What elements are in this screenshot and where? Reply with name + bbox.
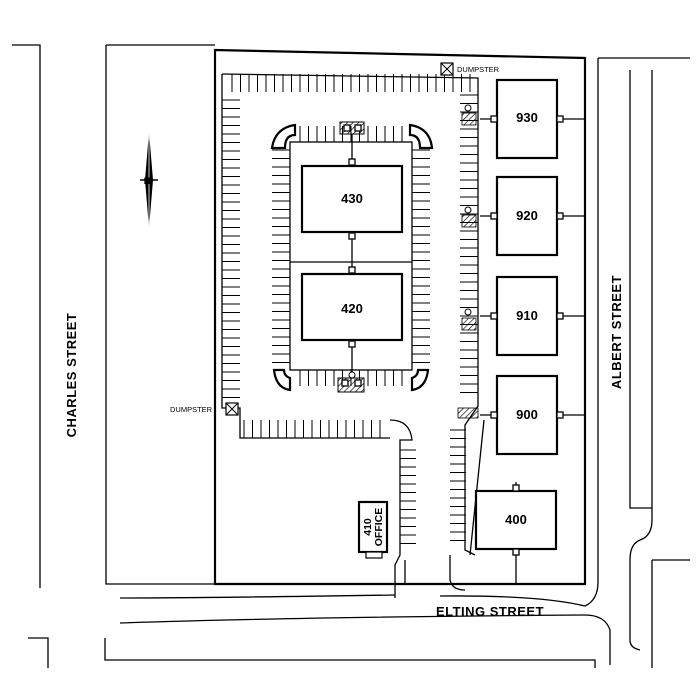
north-arrow-label: N (144, 176, 151, 186)
accessible-parking-icon (464, 308, 472, 316)
light-fixture-icon (512, 548, 520, 556)
street-curbs (12, 44, 690, 668)
light-fixture-icon (556, 212, 564, 220)
light-fixture-icon (556, 312, 564, 320)
light-fixture-icon (490, 411, 498, 419)
dumpster-west: DUMPSTER (170, 402, 239, 416)
light-fixture-icon (556, 411, 564, 419)
building-420-label: 420 (341, 301, 363, 316)
building-910[interactable]: 910 (495, 275, 559, 357)
light-fixture-icon (354, 379, 362, 387)
charles-street-label: CHARLES STREET (64, 313, 79, 438)
light-fixture-icon (512, 484, 520, 492)
light-fixture-icon (348, 340, 356, 348)
light-fixtures (341, 104, 564, 556)
light-fixture-icon (343, 124, 351, 132)
albert-street-label: ALBERT STREET (609, 275, 624, 389)
building-920-label: 920 (516, 208, 538, 223)
dumpster-west-label: DUMPSTER (170, 405, 213, 414)
light-fixture-icon (348, 158, 356, 166)
dumpster-north: DUMPSTER (440, 62, 500, 76)
office-number: 410 (362, 518, 374, 536)
light-fixture-icon (490, 312, 498, 320)
building-930-label: 930 (516, 110, 538, 125)
light-fixture-icon (354, 124, 362, 132)
light-fixture-icon (348, 266, 356, 274)
building-910-label: 910 (516, 308, 538, 323)
accessible-parking-icon (464, 104, 472, 112)
accessible-parking-icon (348, 371, 356, 379)
building-920[interactable]: 920 (495, 175, 559, 257)
building-430-label: 430 (341, 191, 363, 206)
accessible-parking-areas (457, 112, 479, 419)
light-fixture-icon (490, 115, 498, 123)
office-410[interactable]: 410 OFFICE (357, 500, 389, 559)
light-fixture-icon (341, 379, 349, 387)
building-900[interactable]: 900 (495, 374, 559, 456)
light-fixture-icon (348, 232, 356, 240)
north-arrow-icon: N (140, 132, 158, 228)
building-400[interactable]: 400 (474, 489, 558, 551)
office-label: OFFICE (373, 508, 385, 547)
building-400-label: 400 (505, 512, 527, 527)
light-fixture-icon (556, 115, 564, 123)
building-900-label: 900 (516, 407, 538, 422)
building-420[interactable]: 420 (300, 272, 404, 342)
building-930[interactable]: 930 (495, 78, 559, 160)
elting-street-label: ELTING STREET (436, 604, 544, 619)
property-boundary (213, 48, 587, 586)
dumpster-north-label: DUMPSTER (457, 65, 500, 74)
building-430[interactable]: 430 (300, 164, 404, 234)
light-fixture-icon (490, 212, 498, 220)
accessible-parking-icon (464, 206, 472, 214)
